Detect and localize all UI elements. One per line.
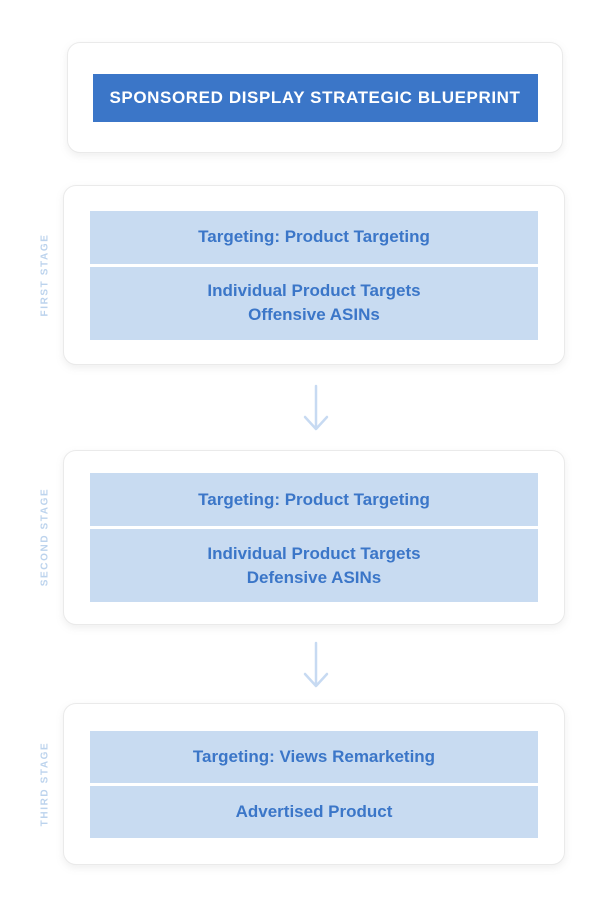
targeting-text: Targeting: Product Targeting bbox=[198, 489, 430, 509]
stage-label-third: THIRD STAGE bbox=[39, 741, 51, 827]
detail-text: Individual Product Targets Defensive ASI… bbox=[207, 543, 421, 587]
down-arrow-icon bbox=[303, 641, 329, 688]
detail-bar: Advertised Product bbox=[90, 785, 538, 838]
targeting-text: Targeting: Product Targeting bbox=[198, 227, 430, 247]
down-arrow-path bbox=[303, 384, 329, 431]
detail-bar: Individual Product Targets Offensive ASI… bbox=[90, 266, 538, 340]
header-card: SPONSORED DISPLAY STRATEGIC BLUEPRINT bbox=[67, 42, 563, 153]
stage-card-second: Targeting: Product Targeting Individual … bbox=[63, 450, 565, 625]
detail-bar: Individual Product Targets Defensive ASI… bbox=[90, 529, 538, 602]
targeting-bar: Targeting: Views Remarketing bbox=[90, 730, 538, 783]
title-banner: SPONSORED DISPLAY STRATEGIC BLUEPRINT bbox=[92, 73, 538, 122]
detail-text: Advertised Product bbox=[235, 801, 393, 821]
stage-card-third: Targeting: Views Remarketing Advertised … bbox=[63, 703, 565, 865]
down-arrow-path bbox=[303, 641, 329, 688]
targeting-bar: Targeting: Product Targeting bbox=[90, 210, 538, 264]
targeting-bar: Targeting: Product Targeting bbox=[90, 473, 538, 526]
stage-label-first: FIRST STAGE bbox=[39, 233, 51, 317]
detail-text: Individual Product Targets Offensive ASI… bbox=[207, 281, 421, 324]
down-arrow-icon bbox=[303, 384, 329, 431]
page-title: SPONSORED DISPLAY STRATEGIC BLUEPRINT bbox=[109, 87, 521, 107]
targeting-text: Targeting: Views Remarketing bbox=[192, 746, 436, 766]
stage-card-first: Targeting: Product Targeting Individual … bbox=[63, 185, 565, 365]
stage-label-second: SECOND STAGE bbox=[39, 487, 51, 587]
